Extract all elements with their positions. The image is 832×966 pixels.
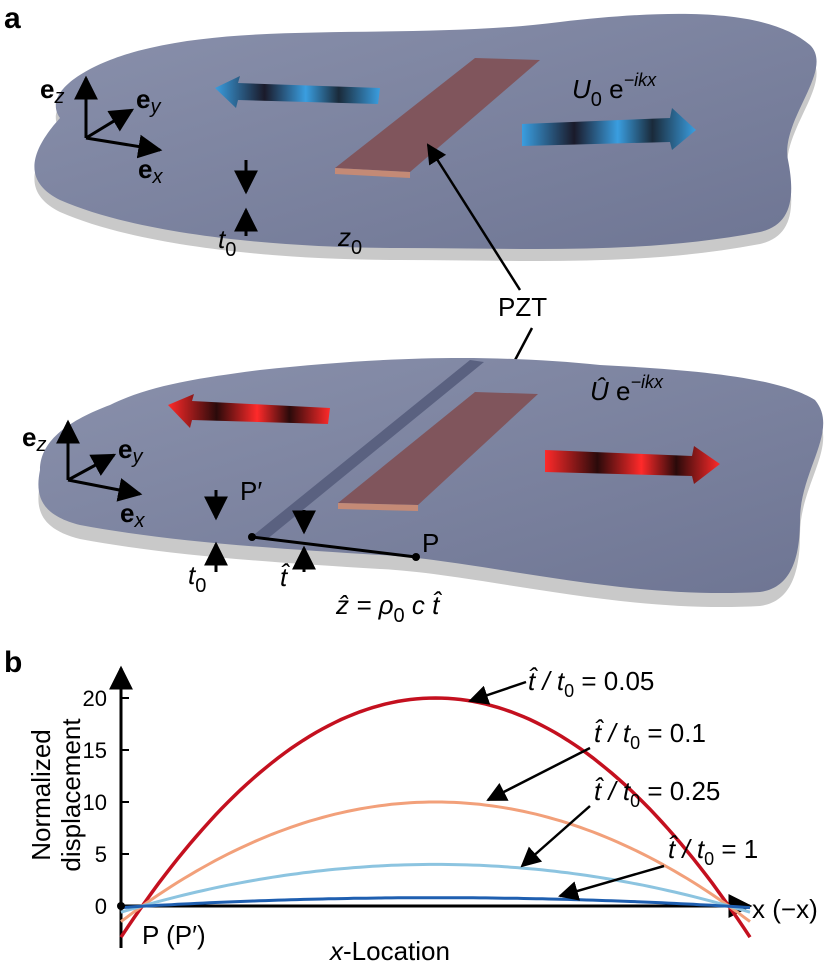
bottom-ex-label: ex [120, 498, 145, 532]
origin-point [117, 902, 125, 910]
interface-thickness-label: t̂ [280, 562, 291, 592]
top-ez-label: ez [40, 74, 64, 108]
bottom-t0-label: t0 [188, 560, 206, 597]
interface-impedance-eq: ẑ = ρ0 c t̂ [335, 590, 443, 627]
series-line-0 [119, 696, 752, 939]
series-label-1: t̂ / t0 = 1 [668, 834, 758, 869]
y-tick-label: 10 [83, 790, 107, 815]
x-axis-label: x-Location [328, 936, 450, 966]
top-axes [74, 75, 163, 159]
wave-arrow-left-top [215, 76, 380, 108]
series-annotations: t̂ / t0 = 0.05 t̂ / t0 = 0.1 t̂ / t0 = 0… [468, 666, 758, 901]
origin-label: P (P′) [142, 920, 206, 950]
panel-a-label: a [4, 2, 21, 35]
pzt-arrow-top [426, 143, 522, 291]
displacement-chart: 0 5 10 15 20 [83, 665, 753, 948]
annotation-arrow-0-1 [486, 746, 591, 802]
top-t0-label: t0 [218, 224, 236, 261]
top-z0-label: z0 [337, 222, 362, 259]
pzt-label: PZT [498, 292, 547, 322]
y-axis-label-line1: Normalized [26, 729, 56, 861]
series-label-0-25: t̂ / t0 = 0.25 [594, 776, 720, 811]
wave-arrow-right-bottom [545, 446, 720, 484]
interface-groove [250, 360, 484, 540]
p-prime-label: P′ [240, 476, 262, 506]
interface-line [251, 535, 417, 559]
top-ex-label: ex [138, 154, 163, 188]
bottom-axes [56, 419, 143, 502]
pzt-top [335, 58, 540, 172]
y-tick-label: 15 [83, 738, 107, 763]
series-label-0-05: t̂ / t0 = 0.05 [528, 666, 654, 701]
bottom-ey-label: ey [118, 434, 143, 468]
series-label-0-1: t̂ / t0 = 0.1 [594, 718, 706, 753]
series-line-1 [120, 800, 751, 923]
annotation-arrow-0-05 [468, 680, 527, 705]
p-label: P [422, 528, 439, 558]
top-ey-label: ey [136, 84, 161, 118]
x-axis-end-label: x (−x) [752, 894, 818, 924]
annotation-arrow-0-25 [520, 805, 591, 868]
point-p-prime [248, 533, 256, 541]
panel-b-label: b [4, 646, 22, 679]
annotation-arrow-1 [558, 864, 665, 901]
bottom-plate [38, 358, 824, 608]
bottom-ez-label: ez [22, 422, 46, 456]
wave-arrow-left-bottom [168, 394, 330, 428]
point-p [412, 553, 420, 561]
wave-arrow-right-top [522, 108, 696, 150]
series-line-3 [120, 896, 751, 910]
series-line-2 [120, 862, 751, 914]
top-plate [34, 13, 817, 262]
y-tick-label: 0 [95, 894, 107, 919]
y-tick-label: 20 [83, 686, 107, 711]
y-tick-label: 5 [95, 842, 107, 867]
bottom-wave-label: Û e−ikx [590, 372, 664, 406]
y-axis-label-line2: displacement [56, 718, 86, 872]
top-wave-label: U0 e−ikx [572, 70, 657, 111]
pzt-bottom [338, 392, 538, 505]
